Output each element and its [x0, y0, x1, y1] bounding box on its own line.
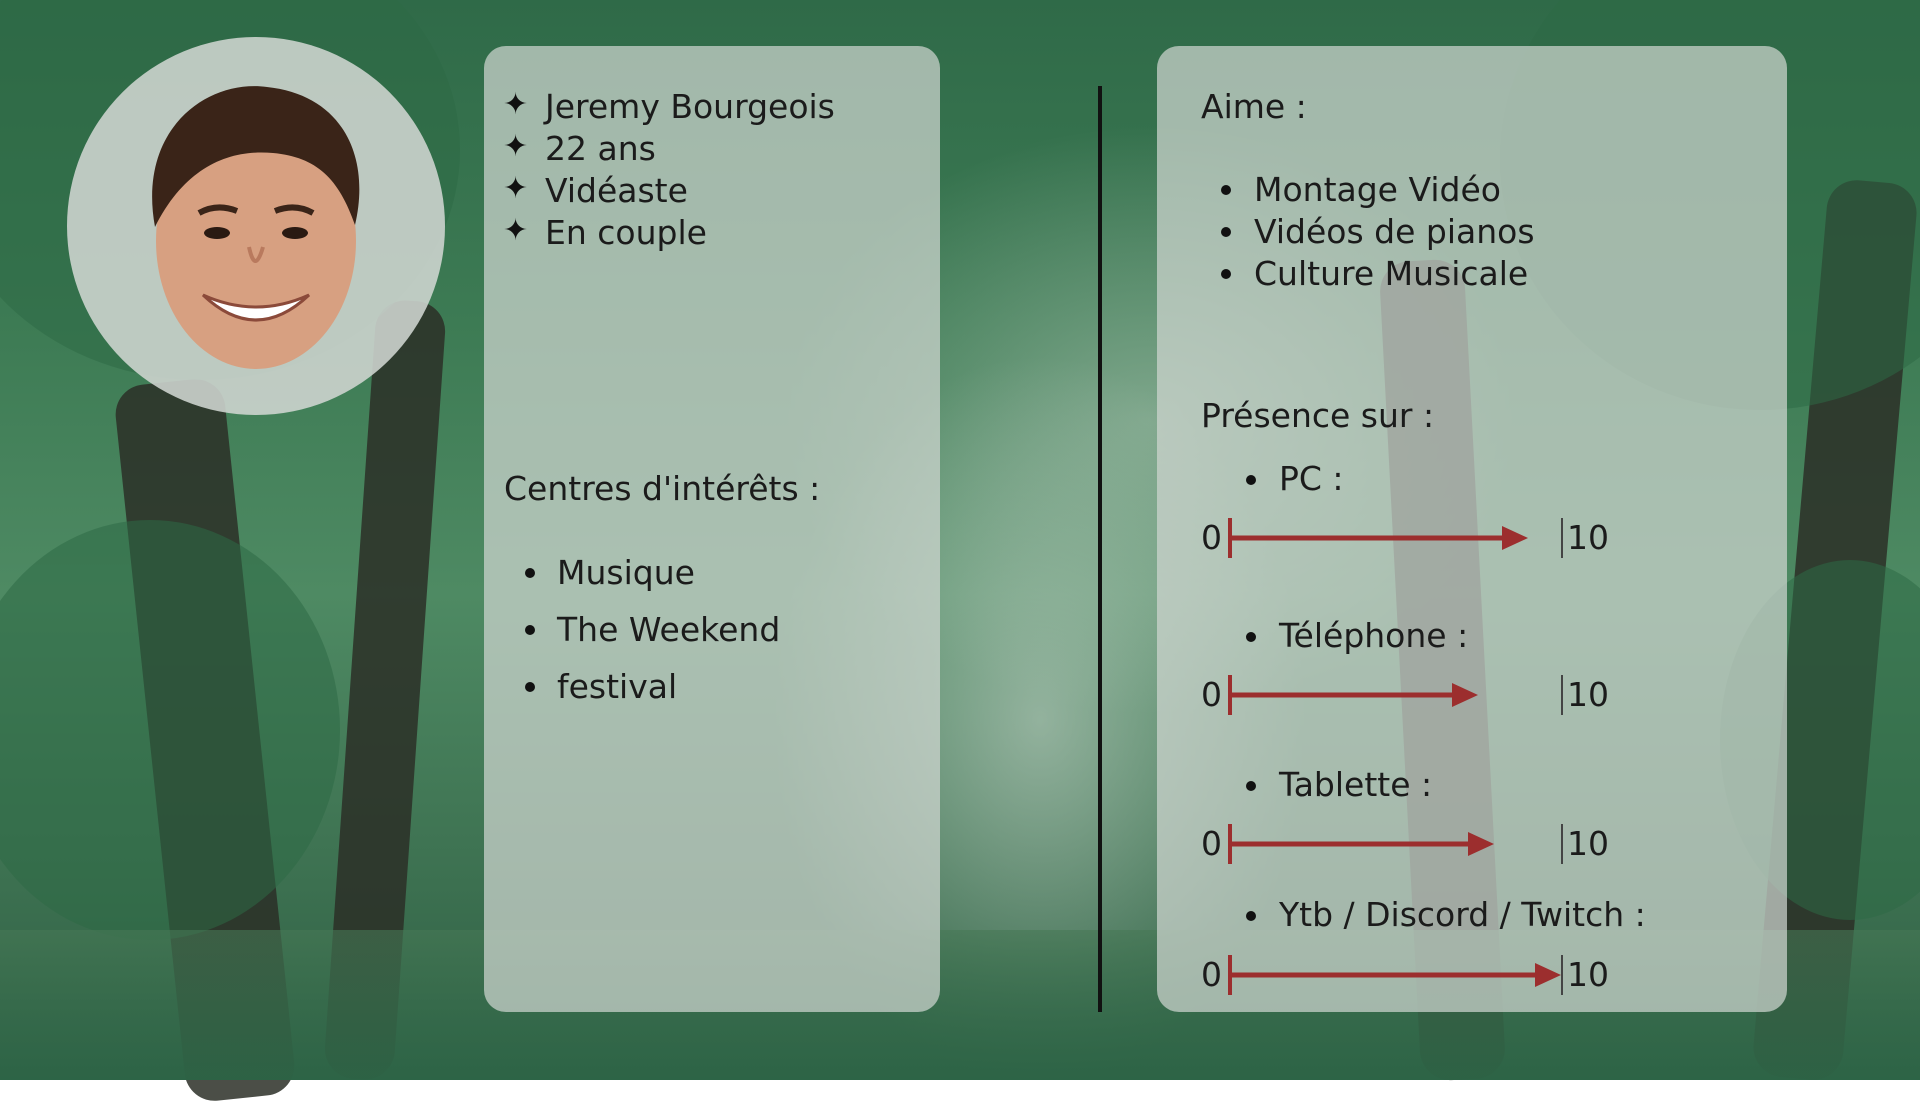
star-icon: ✦ [503, 87, 529, 122]
scale-min-label: 0 [1201, 518, 1222, 557]
bullet-icon [1246, 781, 1256, 791]
like-item: Culture Musicale [1254, 254, 1529, 293]
presence-arrow-head [1468, 832, 1494, 856]
star-icon: ✦ [503, 213, 529, 248]
like-item: Vidéos de pianos [1254, 212, 1535, 251]
bullet-icon [1221, 185, 1231, 195]
presence-heading: Présence sur : [1201, 396, 1435, 435]
presence-arrow [1228, 963, 1561, 987]
presence-scale-telephone: 0 10 [1201, 675, 1621, 715]
scale-min-label: 0 [1201, 824, 1222, 863]
profile-age: 22 ans [545, 129, 656, 168]
likes-heading: Aime : [1201, 87, 1307, 126]
bullet-icon [525, 682, 535, 692]
profile-photo [152, 86, 360, 369]
presence-scale-streaming: 0 10 [1201, 955, 1621, 995]
vertical-divider [1098, 86, 1102, 1012]
presence-arrow-head [1452, 683, 1478, 707]
presence-scale-tablette: 0 10 [1201, 824, 1621, 864]
scale-end-tick [1561, 955, 1563, 995]
presence-arrow-head [1502, 526, 1528, 550]
profile-relationship: En couple [545, 213, 707, 252]
presence-label-telephone: Téléphone : [1279, 616, 1469, 655]
scale-end-tick [1561, 518, 1563, 558]
bullet-icon [525, 625, 535, 635]
bullet-icon [1246, 632, 1256, 642]
bullet-icon [1246, 911, 1256, 921]
scale-min-label: 0 [1201, 675, 1222, 714]
presence-label-tablette: Tablette : [1279, 765, 1433, 804]
bullet-icon [1221, 227, 1231, 237]
scale-end-tick [1561, 824, 1563, 864]
profile-name: Jeremy Bourgeois [545, 87, 835, 126]
presence-arrow [1228, 526, 1528, 550]
bullet-icon [1246, 475, 1256, 485]
scale-max-label: 10 [1567, 955, 1609, 994]
bullet-icon [525, 568, 535, 578]
presence-arrow-head [1535, 963, 1561, 987]
interest-item: Musique [557, 553, 695, 592]
presence-label-pc: PC : [1279, 459, 1344, 498]
presence-arrow [1228, 683, 1478, 707]
interest-item: festival [557, 667, 678, 706]
presence-scale-pc: 0 10 [1201, 518, 1621, 558]
avatar [67, 37, 445, 415]
scale-min-label: 0 [1201, 955, 1222, 994]
scale-max-label: 10 [1567, 675, 1609, 714]
profile-card [484, 46, 940, 1012]
presence-label-streaming: Ytb / Discord / Twitch : [1279, 895, 1646, 934]
bullet-icon [1221, 269, 1231, 279]
profile-occupation: Vidéaste [545, 171, 688, 210]
presence-arrow [1228, 832, 1494, 856]
like-item: Montage Vidéo [1254, 170, 1501, 209]
interest-item: The Weekend [557, 610, 781, 649]
scale-end-tick [1561, 675, 1563, 715]
star-icon: ✦ [503, 171, 529, 206]
scale-max-label: 10 [1567, 518, 1609, 557]
star-icon: ✦ [503, 129, 529, 164]
scale-max-label: 10 [1567, 824, 1609, 863]
interests-heading: Centres d'intérêts : [504, 469, 821, 508]
